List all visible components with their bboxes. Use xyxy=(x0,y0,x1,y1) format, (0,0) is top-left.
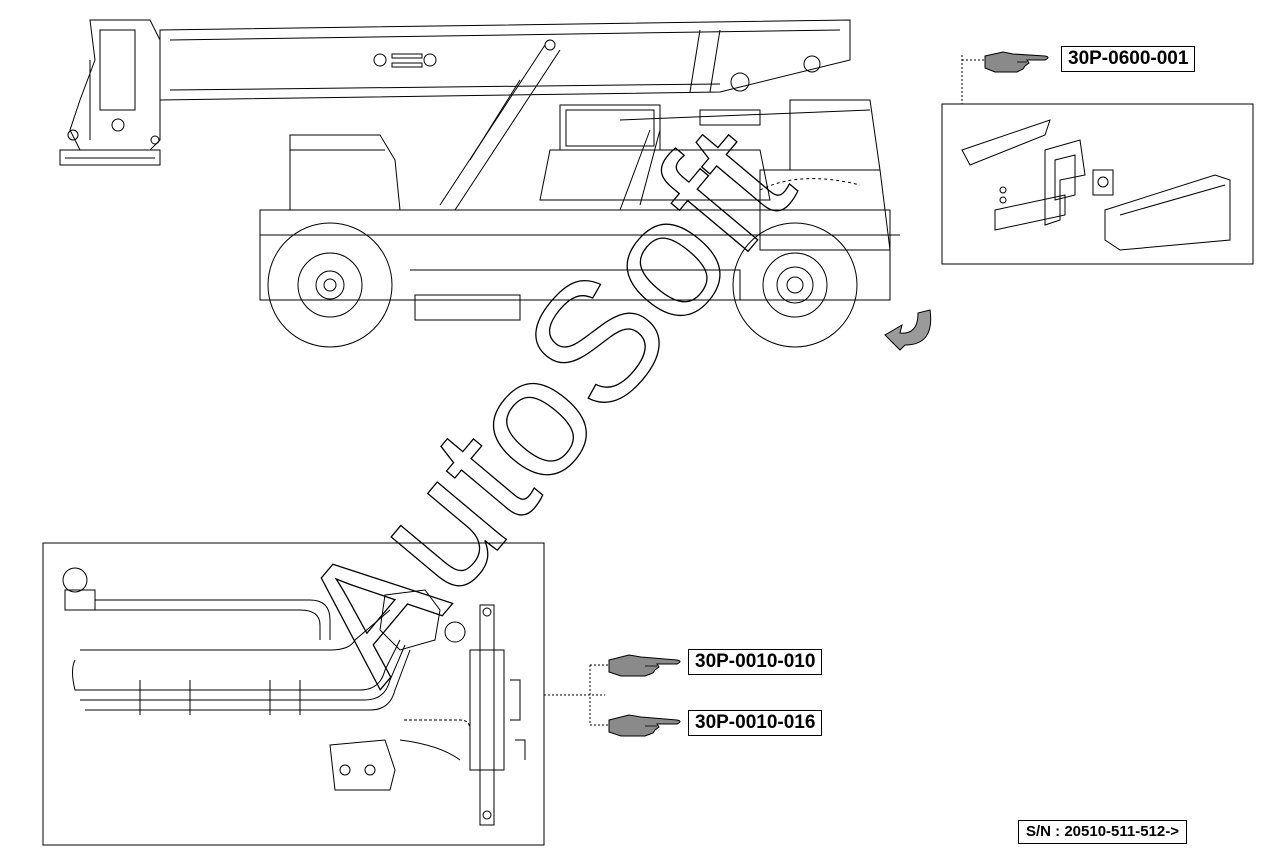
part-number-30p-0600-001[interactable]: 30P-0600-001 xyxy=(1061,46,1196,72)
pointing-hand-icon[interactable] xyxy=(607,711,685,739)
pointing-hand-icon[interactable] xyxy=(607,651,685,679)
part-number-30p-0010-016[interactable]: 30P-0010-016 xyxy=(688,710,823,736)
pointing-hand-icon[interactable] xyxy=(983,48,1053,74)
bracket-detail-box xyxy=(941,55,1254,265)
serial-number-label: S/N : 20510-511-512-> xyxy=(1018,820,1188,844)
part-number-30p-0010-010[interactable]: 30P-0010-010 xyxy=(688,649,823,675)
curved-arrow-icon xyxy=(884,309,932,351)
reach-stacker-drawing xyxy=(59,19,900,348)
hose-detail-box xyxy=(42,542,610,846)
